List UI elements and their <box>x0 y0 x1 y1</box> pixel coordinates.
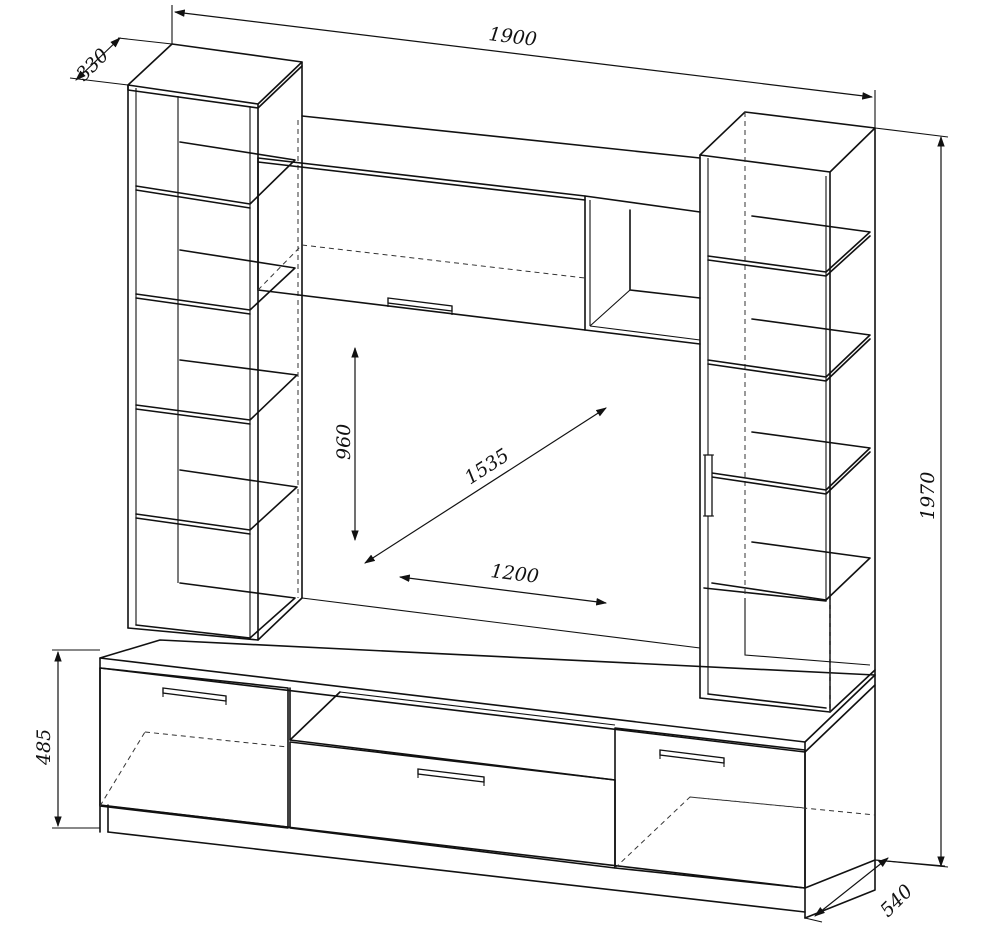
width-dimension: 1900 <box>171 5 876 128</box>
niche-diagonal-dimension: 1535 <box>364 407 607 564</box>
right-cabinet-handle <box>703 454 714 517</box>
width-dimension-label: 1900 <box>487 23 538 51</box>
base-left-door <box>99 667 289 829</box>
base-middle-drawer-handle <box>417 768 485 786</box>
height-dimension-label: 1970 <box>917 472 939 520</box>
niche-diagonal-label: 1535 <box>461 444 514 489</box>
base-height-label: 485 <box>33 729 55 766</box>
base-cabinet <box>99 639 876 919</box>
depth-dimension-top: 330 <box>69 37 173 86</box>
upper-cabinet <box>257 115 701 345</box>
left-shelf-unit <box>127 43 303 641</box>
base-right-handle <box>659 749 725 767</box>
upper-cabinet-handle <box>387 297 453 315</box>
niche-width-label: 1200 <box>489 560 540 588</box>
base-height-dimension: 485 <box>33 649 100 829</box>
niche-height-label: 960 <box>333 424 355 460</box>
height-dimension: 1970 <box>874 127 949 868</box>
base-right-door <box>614 727 876 889</box>
right-cabinet-unit <box>699 111 876 713</box>
niche-height-dimension: 960 <box>333 346 359 542</box>
base-depth-label: 540 <box>876 880 917 921</box>
niche-back-line <box>301 597 701 649</box>
niche-width-dimension: 1200 <box>398 560 608 606</box>
base-left-handle <box>162 687 227 705</box>
